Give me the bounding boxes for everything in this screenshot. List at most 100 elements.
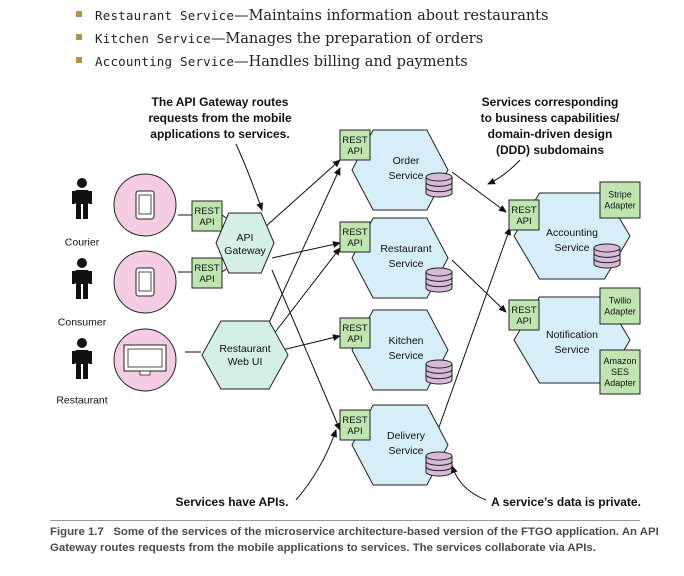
person-leg [83, 284, 88, 299]
database-icon [425, 359, 453, 385]
bullet-marker [76, 57, 82, 63]
database-ring [593, 253, 621, 258]
client-label-consumer: Consumer [58, 317, 107, 329]
api-gateway-label: API [237, 232, 254, 244]
rest-api-box [191, 200, 223, 232]
service-label: Service [388, 170, 423, 182]
bullet-text: —Maintains information about restaurants [234, 8, 549, 24]
rest-api-label: REST [511, 205, 537, 216]
service-label: Delivery [387, 430, 426, 442]
web-ui-hexagon [201, 320, 289, 390]
rest-api-label: REST [511, 305, 537, 316]
client-label-restaurant: Restaurant [56, 395, 107, 407]
rest-api-box [339, 409, 371, 441]
web-ui-label: Web UI [228, 356, 263, 368]
person-head [77, 178, 87, 188]
database-ring [425, 374, 453, 380]
private-note-arrow [450, 465, 487, 501]
adapter-label: Adapter [604, 201, 636, 211]
person-icon [72, 258, 92, 299]
webui-to-restaurant [265, 247, 341, 345]
services-note: Services corresponding [482, 95, 619, 109]
services-note-arrow [487, 159, 521, 185]
monitor-stand [139, 370, 151, 376]
phone-screen [138, 271, 152, 292]
person-head [77, 258, 87, 268]
connectors [178, 159, 511, 431]
bullet-text: —Handles billing and payments [234, 54, 468, 70]
delivery-to-accounting [437, 227, 511, 431]
api-gateway-label: Gateway [224, 245, 266, 257]
adapter-label: SES [611, 367, 629, 377]
database-ring [593, 258, 621, 264]
database-body [425, 364, 453, 385]
service-hexagon [351, 217, 449, 299]
person-leg [83, 204, 88, 219]
rest-api-box [339, 221, 371, 253]
service-hexagon [351, 404, 449, 486]
services-note: (DDD) subdomains [496, 143, 604, 157]
person-torso [75, 190, 89, 204]
person-leg [76, 364, 81, 379]
caption-text: Some of the services of the microservice… [50, 526, 659, 554]
adapter-box [599, 287, 641, 325]
rest-api-label: API [347, 238, 362, 249]
client-label-courier: Courier [65, 237, 100, 249]
rest-api-label: REST [194, 206, 220, 217]
apis-note-arrow [295, 429, 337, 501]
database-ring [425, 277, 453, 282]
rest-api-label: REST [342, 227, 368, 238]
database-ring [425, 461, 453, 466]
database-top [425, 172, 453, 182]
gateway-to-restaurant [271, 241, 341, 259]
service-label: Service [388, 350, 423, 362]
caption-rule [50, 520, 640, 521]
database-top [425, 267, 453, 277]
adapter-box [599, 349, 641, 395]
gateway-note-arrow [235, 143, 264, 211]
adapter-box [599, 181, 641, 219]
database-icon [593, 243, 621, 269]
person-icon [72, 338, 92, 379]
webui-to-order [261, 167, 341, 339]
rest-to-gateway [221, 268, 227, 273]
service-label: Restaurant [380, 243, 431, 255]
database-icon [425, 451, 453, 477]
service-label: Order [393, 155, 420, 167]
rest-api-box [339, 129, 371, 161]
bullet-item: Accounting Service—Handles billing and p… [76, 50, 676, 73]
bullet-item: Restaurant Service—Maintains information… [76, 4, 676, 27]
database-body [593, 248, 621, 269]
rest-api-box [508, 199, 540, 231]
services-note: domain-driven design [488, 127, 613, 141]
person-leg [83, 364, 88, 379]
person-leg [76, 284, 81, 299]
rest-api-label: API [347, 334, 362, 345]
rest-to-gateway [221, 214, 227, 219]
bullet-text: —Manages the preparation of orders [210, 31, 484, 47]
gateway-to-order [263, 159, 341, 229]
rest-api-label: API [516, 316, 531, 327]
monitor-screen [127, 348, 163, 368]
service-label: Notification [546, 329, 598, 341]
services-note: to business capabilities/ [481, 111, 620, 125]
figure-caption: Figure 1.7 Some of the services of the m… [50, 524, 670, 556]
rest-api-label: REST [194, 263, 220, 274]
adapter-label: Twilio [609, 296, 632, 306]
database-body [425, 177, 453, 198]
api-gateway-hexagon [215, 212, 275, 274]
service-label: Kitchen [388, 335, 423, 347]
bullet-code: Restaurant Service [95, 8, 235, 23]
database-top [425, 451, 453, 461]
gateway-to-delivery [271, 269, 341, 431]
apis-note: Services have APIs. [176, 495, 289, 509]
person-torso [75, 350, 89, 364]
person-arm [72, 351, 75, 364]
gateway-note: The API Gateway routes [152, 95, 289, 109]
service-hexagon [351, 309, 449, 391]
rest-api-label: API [199, 217, 214, 228]
person-arm [89, 271, 92, 284]
web-ui-label: Restaurant [219, 343, 270, 355]
database-body [425, 272, 453, 293]
architecture-diagram: CourierConsumerRestaurantRESTAPIRESTAPIA… [56, 95, 641, 509]
